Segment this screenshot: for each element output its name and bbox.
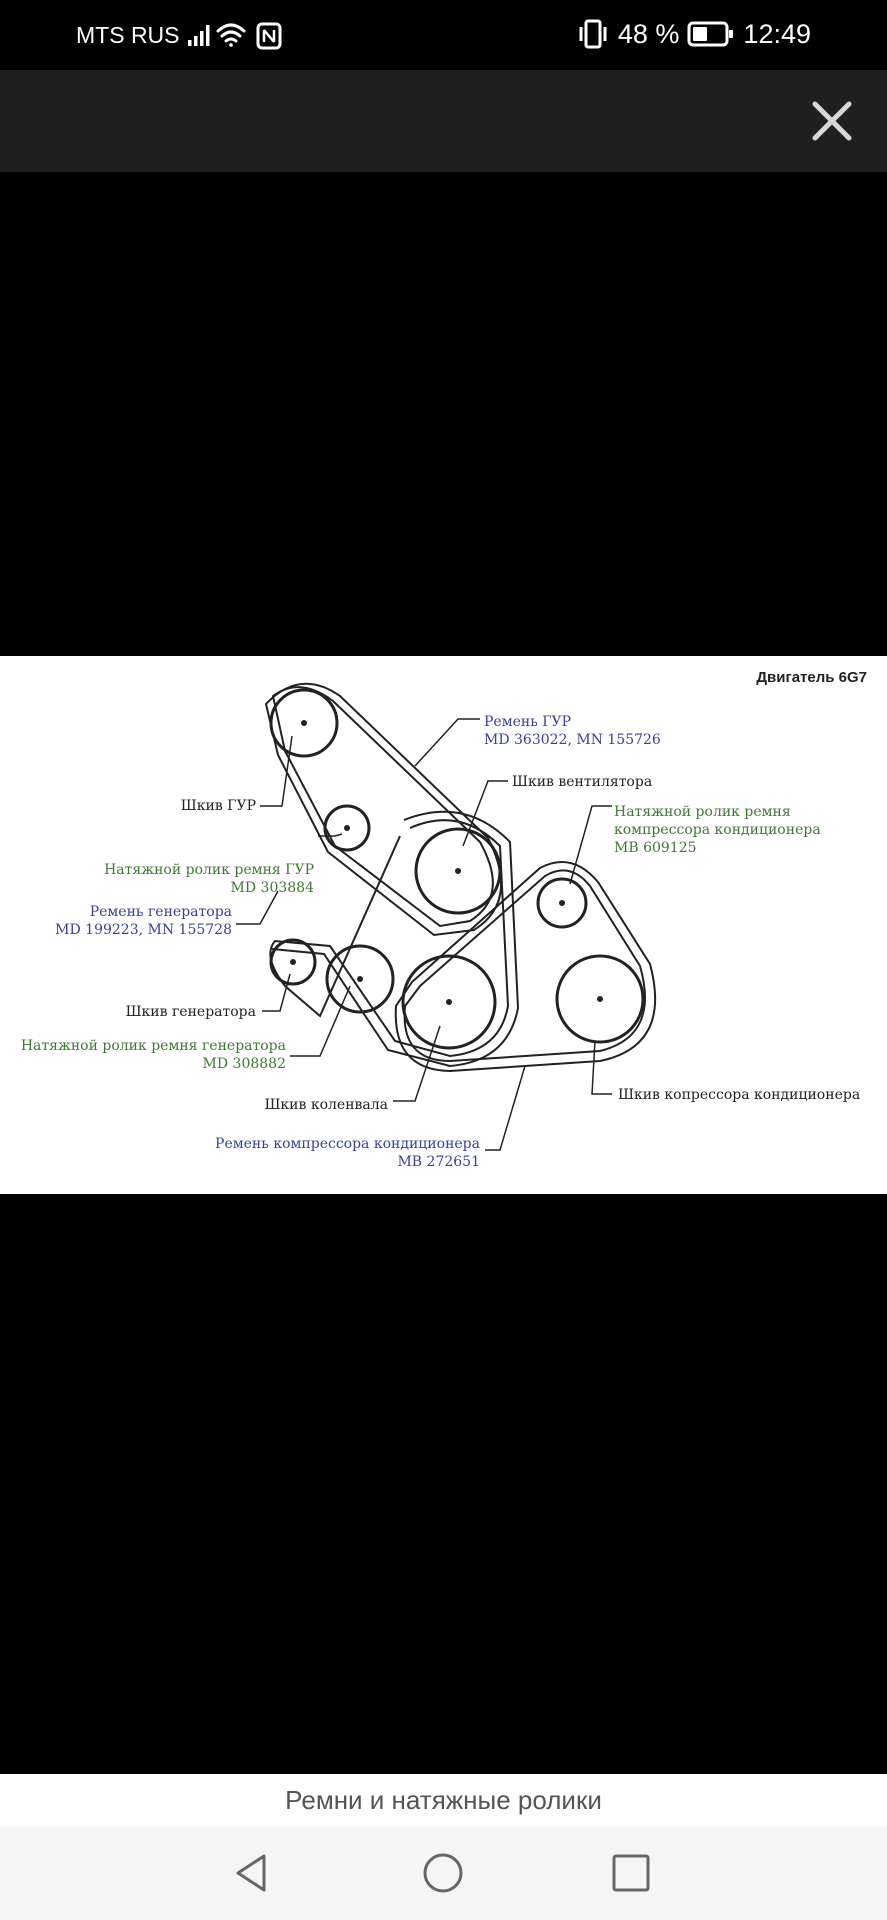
diagram-image[interactable]: Двигатель 6G7 xyxy=(0,656,887,1194)
engine-title: Двигатель 6G7 xyxy=(756,669,867,686)
label-ps-belt-1: Ремень ГУР xyxy=(484,714,571,730)
label-alt-belt-2: MD 199223, MN 155728 xyxy=(55,922,232,938)
label-alt-tensioner-2: MD 308882 xyxy=(203,1056,286,1072)
vibrate-icon xyxy=(579,19,607,49)
status-icons-left xyxy=(186,20,296,57)
close-button[interactable] xyxy=(803,92,861,150)
label-ac-belt-2: MB 272651 xyxy=(397,1154,480,1170)
label-ps-pulley: Шкив ГУР xyxy=(181,798,256,814)
label-alt-tensioner-1: Натяжной ролик ремня генератора xyxy=(21,1038,286,1054)
back-button[interactable] xyxy=(228,1848,278,1898)
navigation-bar xyxy=(0,1826,887,1920)
label-ps-tensioner-2: MD 303884 xyxy=(231,880,315,896)
label-alt-pulley: Шкив генератора xyxy=(126,1004,256,1020)
label-ac-tensioner-1: Натяжной ролик ремня xyxy=(614,804,791,820)
label-ac-tensioner-3: MB 609125 xyxy=(614,840,697,856)
signal-icon xyxy=(188,25,210,46)
label-alt-belt-1: Ремень генератора xyxy=(90,904,232,920)
label-ps-tensioner-1: Натяжной ролик ремня ГУР xyxy=(104,862,314,878)
recents-icon xyxy=(612,1854,650,1892)
alt-belt xyxy=(269,819,510,1058)
close-icon xyxy=(812,101,852,141)
carrier-label: MTS RUS xyxy=(76,22,180,48)
image-caption: Ремни и натяжные ролики xyxy=(0,1774,887,1826)
ac-tensioner xyxy=(536,877,588,929)
label-ac-pulley: Шкив копрессора кондиционера xyxy=(618,1087,860,1103)
crank-pulley xyxy=(401,954,497,1050)
label-ac-belt-1: Ремень компрессора кондиционера xyxy=(215,1136,480,1152)
home-icon xyxy=(423,1853,463,1893)
ac-belt xyxy=(403,869,646,1063)
label-ac-tensioner-2: компрессора кондиционера xyxy=(614,822,821,838)
label-crank-pulley: Шкив коленвала xyxy=(264,1097,388,1113)
back-icon xyxy=(236,1854,266,1892)
wifi-icon xyxy=(216,23,246,47)
svg-text:Натяжной ролик ремня генератор: Натяжной ролик ремня генератора MD 308882 xyxy=(21,1038,286,1072)
svg-text:Ремень компрессора кондиционер: Ремень компрессора кондиционера MB 272651 xyxy=(215,1136,480,1170)
home-button[interactable] xyxy=(418,1848,468,1898)
battery-percent: 48 % xyxy=(617,18,680,49)
ac-pulley xyxy=(555,954,645,1044)
clock: 12:49 xyxy=(743,18,811,49)
nfc-icon xyxy=(256,22,282,50)
battery-icon xyxy=(687,21,734,47)
label-ps-belt-2: MD 363022, MN 155726 xyxy=(484,732,661,748)
ps-belt xyxy=(271,686,494,928)
viewer-toolbar xyxy=(0,70,887,172)
alt-tensioner xyxy=(325,944,395,1014)
status-bar: MTS RUS 48 % xyxy=(0,0,887,70)
recents-button[interactable] xyxy=(606,1848,656,1898)
status-icons-right: 48 % 12:49 xyxy=(576,18,811,50)
label-fan-pulley: Шкив вентилятора xyxy=(512,774,652,790)
